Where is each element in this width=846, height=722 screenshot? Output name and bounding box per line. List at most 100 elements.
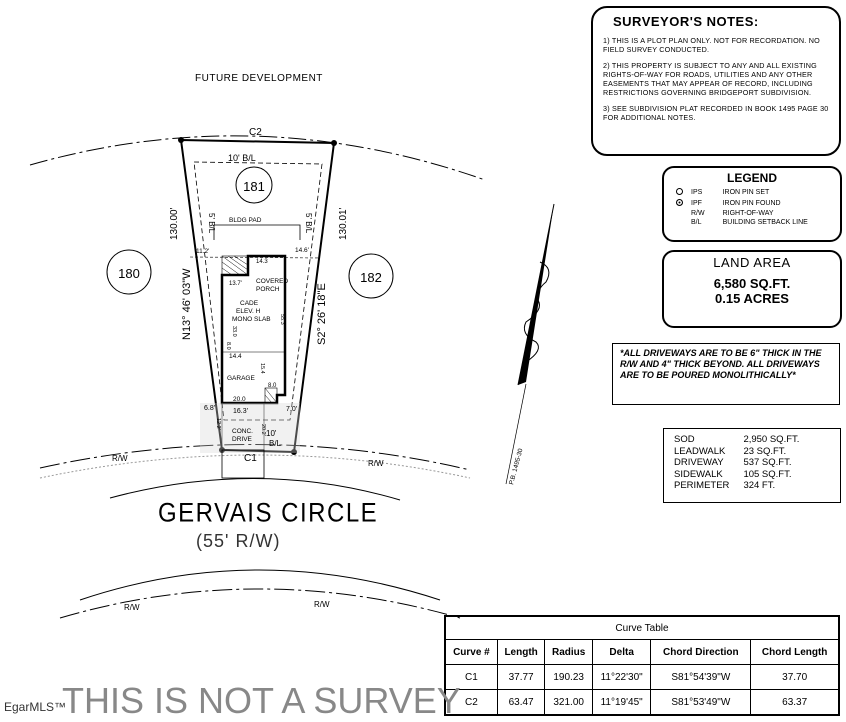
area-label: SIDEWALK [674,468,723,480]
plat-reference: P.B. 1495-30 [508,447,524,485]
column-header: Length [496,639,546,665]
legend-title: LEGEND [726,171,777,185]
iron-pin-nw [178,137,184,143]
legend-desc: RIGHT-OF-WAY [722,210,774,217]
surveyors-note-3: 3) SEE SUBDIVISION PLAT RECORDED IN BOOK… [603,104,829,122]
house-label-3: MONO SLAB [232,316,271,323]
land-area-box: LAND AREA 6,580 SQ.FT. 0.15 ACRES [662,250,842,328]
rear-curve-line [29,135,486,181]
lot-181-number: 181 [243,179,265,194]
column-header: Chord Length [750,639,840,665]
land-area-title: LAND AREA [713,255,791,270]
curve-table: Curve Table Curve # Length Radius Delta … [444,615,840,716]
legend-desc: BUILDING SETBACK LINE [722,219,808,226]
area-label: PERIMETER [674,480,730,491]
table-cell: C1 [444,664,498,690]
not-a-survey-watermark: THIS IS NOT A SURVEY [62,680,461,721]
covered-porch-label-1: COVERED [256,278,288,285]
dim-c: 14.4 [229,353,242,360]
drive-label-2: DRIVE [232,436,253,443]
covered-porch [221,255,249,276]
pad-line [189,256,321,259]
legend-desc: IRON PIN FOUND [722,200,781,207]
street-name: GERVAIS CIRCLE [158,498,379,529]
house-depth: 55.3 [279,314,285,325]
column-header: Radius [544,639,593,665]
street-right-of-way: (55' R/W) [196,531,281,551]
table-cell: S81°54'39"W [650,664,752,690]
setback-line [193,161,323,421]
dim-a: 33.0 [231,326,237,337]
garage-label: GARAGE [227,375,255,382]
surveyors-note-2: 2) THIS PROPERTY IS SUBJECT TO ANY AND A… [603,61,817,97]
lot-180-circle [106,249,152,295]
legend-abbr: IPS [691,189,703,196]
area-value: 2,950 SQ.FT. [743,434,800,445]
right-bearing: S2° 26' 18"E [316,283,328,345]
area-row: PERIMETER 324 FT. [674,480,799,492]
table-cell: 321.00 [544,689,593,716]
surveyors-notes-title: SURVEYOR'S NOTES: [613,14,759,29]
street-curve-upper [39,444,471,471]
building-pad [213,224,301,240]
dim-d: 15.4 [259,363,265,374]
bldg-pad-label: BLDG PAD [229,217,262,224]
table-row: C2 63.47 321.00 11°19'45" S81°53'49"W 63… [444,689,840,716]
dim-b: 8.0 [225,342,231,350]
table-cell: 190.23 [544,664,593,690]
right-distance: 130.01' [338,207,349,240]
curve-c1-label: C1 [244,453,257,464]
covered-porch-label-2: PORCH [256,286,280,293]
porch-dim: 14.3 [256,259,268,265]
legend-item: IPS IRON PIN SET [672,187,812,198]
land-area-sqft: 6,580 SQ.FT. [713,276,791,291]
lot-181-circle [235,166,273,204]
table-cell: 37.77 [496,664,546,690]
left-distance: 130.00' [169,207,180,240]
rear-setback-label: 10' B/L [228,153,256,163]
house-label-2: ELEV. H [236,308,261,315]
legend-item: IPF IRON PIN FOUND [672,198,812,209]
table-cell: 37.70 [750,664,840,690]
curve-table-header: Curve # Length Radius Delta Chord Direct… [444,639,840,665]
leadwalk [264,387,278,404]
column-header: Chord Direction [650,639,752,665]
street-curve-lower [59,588,461,619]
right-setback-label: 5' B/L [304,213,313,234]
area-label: LEADWALK [674,445,726,457]
drive-width: 16.3' [233,408,248,415]
lot-182-number: 182 [360,270,382,285]
drive-depth-right: 20.2' [260,424,266,436]
dim-right-side: 14.6' [295,247,309,254]
driveway-hatch [200,403,300,453]
table-cell: S81°53'49"W [650,689,752,716]
dim-e: 8.0 [268,383,277,389]
table-cell: 63.37 [750,689,840,716]
legend-abbr: B/L [691,219,702,226]
table-row: C1 37.77 190.23 11°22'30" S81°54'39"W 37… [444,664,840,690]
iron-pin-found-icon [676,199,683,206]
mls-logo: EgarMLS™ [4,700,67,714]
iron-pin-ne [331,140,337,146]
table-cell: 63.47 [496,689,546,716]
street-edge-upper [109,478,401,501]
column-header: Curve # [444,639,498,665]
legend-table: IPS IRON PIN SET IPF IRON PIN FOUND R/W … [672,187,812,227]
table-cell: C2 [444,689,498,716]
surveyors-notes-box: SURVEYOR'S NOTES: 1) THIS IS A PLOT PLAN… [591,6,841,156]
legend-item: R/W RIGHT-OF-WAY [672,209,812,218]
area-value: 324 FT. [743,480,776,491]
street-edge-lower [79,569,441,601]
rw-bottom-right: R/W [314,600,330,609]
rw-bottom-left: R/W [124,603,140,612]
legend-desc: IRON PIN SET [722,189,770,196]
legend-abbr: IPF [691,200,702,207]
curve-c2-label: C2 [249,127,262,138]
drive-depth-left: 12.2' [215,418,221,430]
